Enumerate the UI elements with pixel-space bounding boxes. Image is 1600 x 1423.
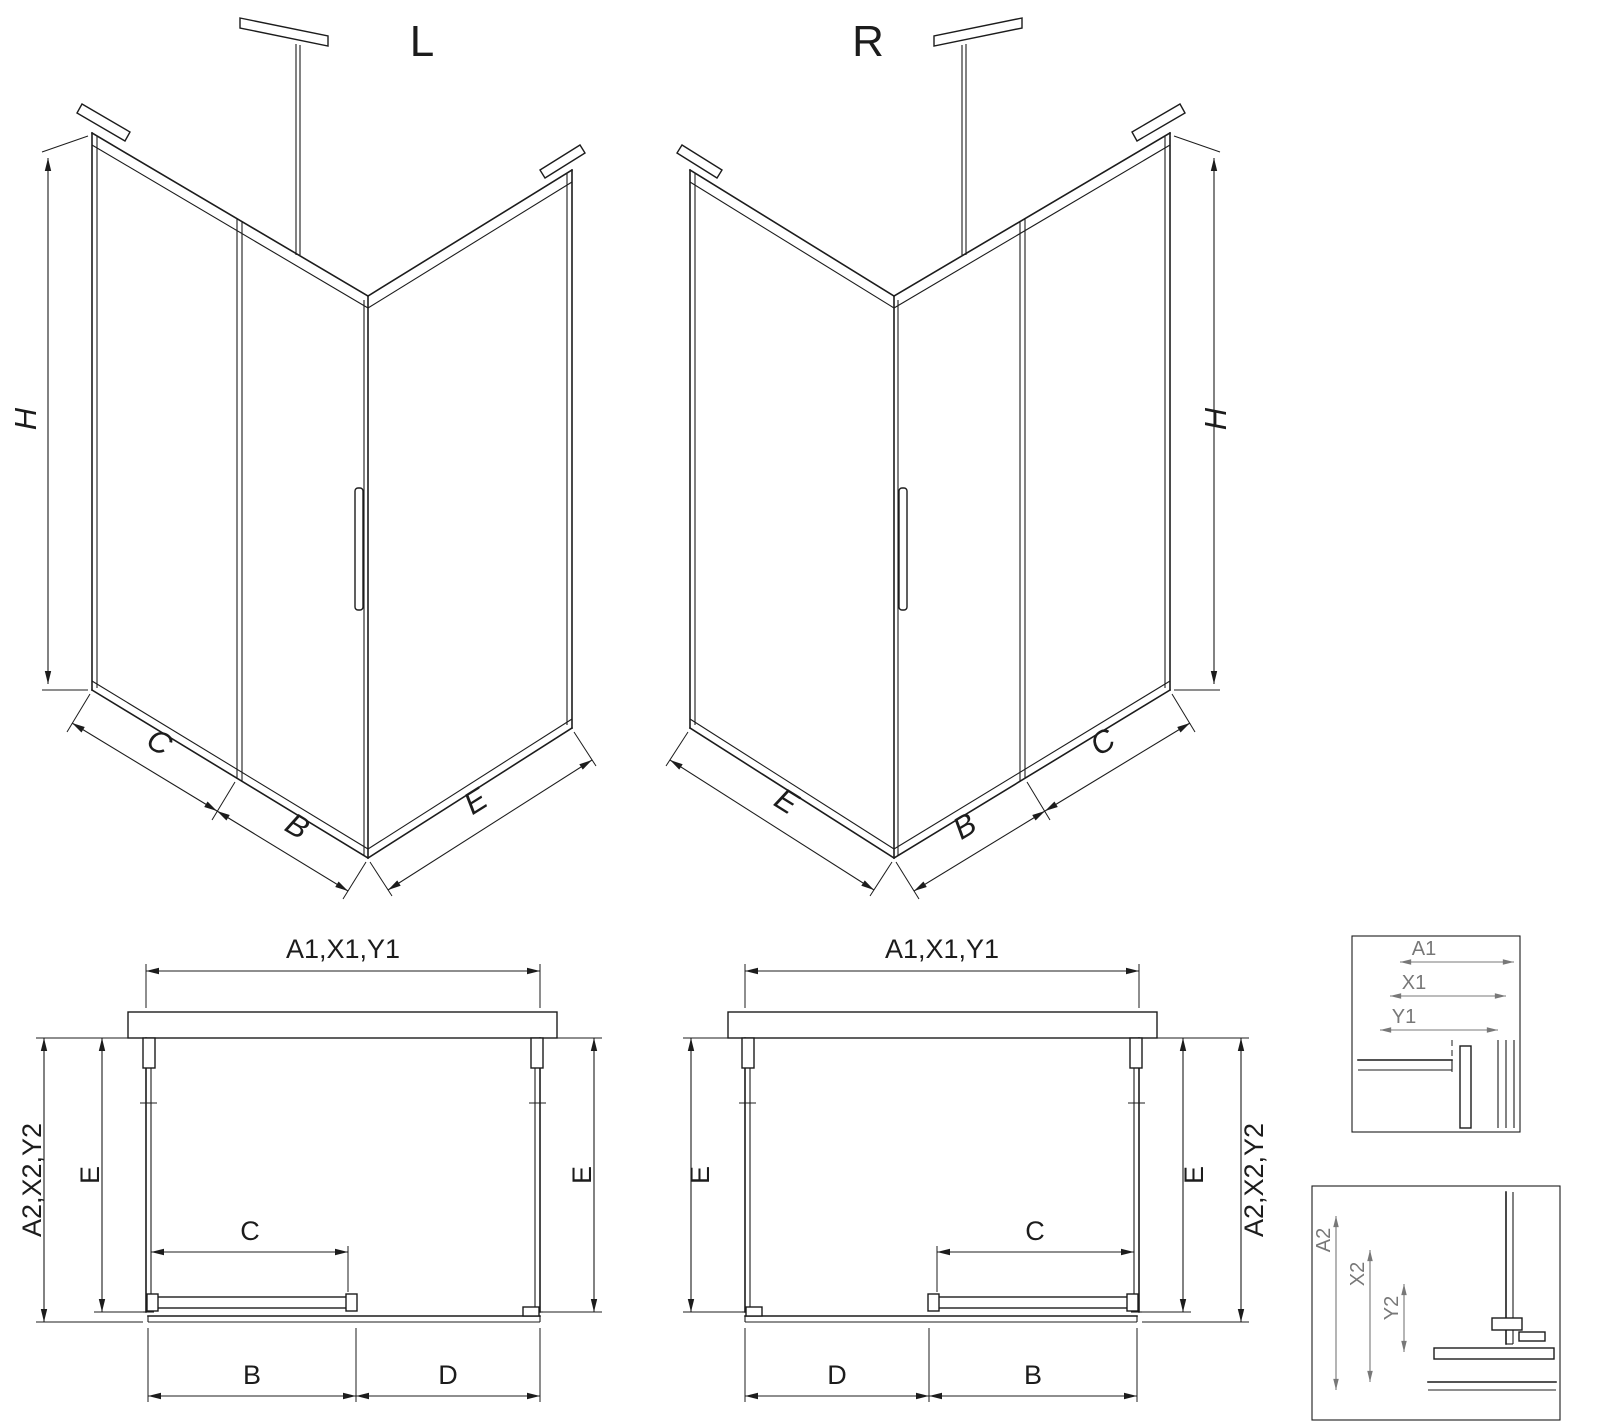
dim-b-left-plan: B xyxy=(243,1360,261,1390)
detail-a1-label: A1 xyxy=(1412,938,1436,960)
top-support-bar xyxy=(239,17,329,255)
front-panel xyxy=(90,131,370,860)
glass-section xyxy=(1433,1347,1555,1360)
detail-y1-label: Y1 xyxy=(1392,1006,1416,1028)
detail-x1-label: X1 xyxy=(1402,972,1426,994)
dim-e-left-plan-right: E xyxy=(567,1166,597,1184)
plan-sliding-door xyxy=(146,1293,358,1312)
detail-a2-label: A2 xyxy=(1313,1228,1335,1252)
dim-e-right-iso: E xyxy=(769,781,805,822)
labels: L R H C B E H C B E A1,X1,Y1 A2,X2,Y2 E … xyxy=(8,17,1436,1390)
dim-e-left-iso: E xyxy=(457,781,493,822)
iso-view-left-geometry xyxy=(41,17,597,900)
wall-section-left-plan xyxy=(127,1011,558,1039)
dim-height-right-iso: H xyxy=(1198,407,1233,430)
plan-view-left-geometry xyxy=(36,964,602,1402)
detail-width-frame xyxy=(1351,935,1521,1133)
dim-e-right-plan-right: E xyxy=(1179,1166,1209,1184)
dim-width-combo-left-plan: A1,X1,Y1 xyxy=(286,934,400,964)
roller-section xyxy=(1491,1317,1523,1331)
iso-right-title: R xyxy=(852,17,884,66)
dim-d-left-plan: D xyxy=(438,1360,458,1390)
plan-side-panels xyxy=(140,1037,546,1313)
dim-c-right-iso: C xyxy=(1084,721,1122,763)
iso-view-right-geometry xyxy=(666,18,1220,899)
side-panel xyxy=(366,168,574,860)
iso-dimension-lines xyxy=(41,135,597,900)
dim-b-right-plan: B xyxy=(1024,1360,1042,1390)
detail-x2-label: X2 xyxy=(1347,1262,1369,1286)
detail-depth-frame xyxy=(1311,1185,1561,1421)
iso-left-title: L xyxy=(410,17,434,66)
dim-c-right-plan: C xyxy=(1025,1216,1045,1246)
glass-section xyxy=(1459,1045,1472,1129)
wall-section-right-plan xyxy=(727,1011,1158,1039)
wall-bracket-left xyxy=(76,103,131,142)
rail-section xyxy=(1518,1331,1546,1342)
dim-d-right-plan: D xyxy=(827,1360,847,1390)
dim-e-right-plan-left: E xyxy=(685,1166,715,1184)
dim-b-right-iso: B xyxy=(947,806,983,847)
detail-width-view xyxy=(1351,935,1521,1133)
dim-depth-combo-left-plan: A2,X2,Y2 xyxy=(17,1123,47,1237)
plan-front-rail xyxy=(147,1306,541,1323)
dim-b-left-iso: B xyxy=(280,806,316,847)
door-handle xyxy=(354,487,364,611)
dim-e-left-plan-left: E xyxy=(75,1166,105,1184)
dim-c-left-plan: C xyxy=(240,1216,260,1246)
detail-depth-view xyxy=(1311,1185,1561,1421)
wall-bracket-right xyxy=(539,144,586,179)
dim-c-left-iso: C xyxy=(141,721,179,763)
dim-depth-combo-right-plan: A2,X2,Y2 xyxy=(1239,1123,1269,1237)
detail-y2-label: Y2 xyxy=(1381,1296,1403,1320)
dim-width-combo-right-plan: A1,X1,Y1 xyxy=(885,934,999,964)
dim-height-left-iso: H xyxy=(8,407,43,430)
plan-dimension-lines xyxy=(36,964,602,1402)
